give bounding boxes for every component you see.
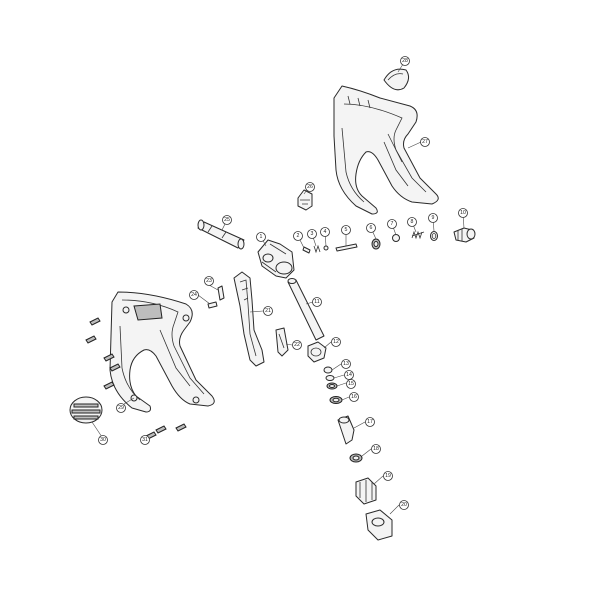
callout-label: 8 xyxy=(411,219,414,225)
callout-5: 5 xyxy=(341,225,351,235)
callout-30: 30 xyxy=(98,435,108,445)
callout-label: 16 xyxy=(351,394,357,400)
part-7-ball xyxy=(392,234,400,242)
callout-4: 4 xyxy=(320,227,330,237)
part-16-seal xyxy=(329,396,343,404)
callout-label: 24 xyxy=(191,292,197,298)
callout-23: 23 xyxy=(204,276,214,286)
callout-8: 8 xyxy=(407,217,417,227)
part-23-pin xyxy=(217,285,225,301)
callout-label: 26 xyxy=(307,184,313,190)
callout-14: 14 xyxy=(344,370,354,380)
callout-27: 27 xyxy=(420,137,430,147)
callout-31: 31 xyxy=(140,435,150,445)
callout-3: 3 xyxy=(307,229,317,239)
part-8-spring xyxy=(411,230,425,240)
part-14-ring xyxy=(325,375,335,381)
callout-24: 24 xyxy=(189,290,199,300)
part-13-washer xyxy=(323,366,333,374)
part-22-safety-latch xyxy=(275,327,289,357)
callout-20: 20 xyxy=(399,500,409,510)
callout-label: 21 xyxy=(265,308,271,314)
callout-28: 28 xyxy=(400,56,410,66)
part-26-clip xyxy=(297,189,313,211)
callout-17: 17 xyxy=(365,417,375,427)
callout-label: 29 xyxy=(118,405,124,411)
callout-7: 7 xyxy=(387,219,397,229)
part-28-cover-plate xyxy=(383,68,410,91)
callout-9: 9 xyxy=(428,213,438,223)
callout-label: 4 xyxy=(324,229,327,235)
callout-label: 30 xyxy=(100,437,106,443)
part-9-ring xyxy=(430,231,438,241)
callout-21: 21 xyxy=(263,306,273,316)
part-24-small-pin xyxy=(207,301,218,309)
part-11-lance-tube xyxy=(287,278,325,341)
callout-6: 6 xyxy=(366,223,376,233)
callout-13: 13 xyxy=(341,359,351,369)
part-1-valve-body xyxy=(257,239,295,279)
callout-2: 2 xyxy=(293,231,303,241)
callout-label: 20 xyxy=(401,502,407,508)
callout-19: 19 xyxy=(383,471,393,481)
callout-1: 1 xyxy=(256,232,266,242)
callout-label: 3 xyxy=(311,231,314,237)
callout-11: 11 xyxy=(312,297,322,307)
part-21-trigger xyxy=(233,271,265,367)
part-29-handle-left xyxy=(109,291,215,413)
callout-label: 6 xyxy=(370,225,373,231)
part-30-badge xyxy=(69,396,103,424)
callout-label: 10 xyxy=(460,210,466,216)
part-19-collar xyxy=(355,477,377,505)
callout-26: 26 xyxy=(305,182,315,192)
part-15-oring xyxy=(326,382,338,390)
callout-label: 28 xyxy=(402,58,408,64)
callout-label: 7 xyxy=(391,221,394,227)
callout-12: 12 xyxy=(331,337,341,347)
callout-label: 18 xyxy=(373,446,379,452)
part-25-inlet-tube xyxy=(197,219,245,250)
callout-label: 14 xyxy=(346,372,352,378)
callout-label: 5 xyxy=(345,227,348,233)
callout-label: 27 xyxy=(422,139,428,145)
part-2-pin xyxy=(302,246,311,254)
part-12-nut xyxy=(307,341,327,363)
part-3-spring xyxy=(313,244,321,254)
callout-15: 15 xyxy=(346,379,356,389)
part-27-handle-right xyxy=(333,85,439,215)
callout-29: 29 xyxy=(116,403,126,413)
callout-10: 10 xyxy=(458,208,468,218)
callout-18: 18 xyxy=(371,444,381,454)
callout-label: 31 xyxy=(142,437,148,443)
callout-label: 2 xyxy=(297,233,300,239)
part-6-oring xyxy=(371,238,381,250)
callout-label: 13 xyxy=(343,361,349,367)
callout-16: 16 xyxy=(349,392,359,402)
part-5-rod xyxy=(335,243,358,252)
part-4-seal xyxy=(323,245,329,251)
part-10-end-cap xyxy=(453,227,476,243)
callout-22: 22 xyxy=(292,340,302,350)
callout-label: 22 xyxy=(294,342,300,348)
callout-label: 23 xyxy=(206,278,212,284)
callout-label: 1 xyxy=(260,234,263,240)
callout-label: 17 xyxy=(367,419,373,425)
callout-label: 11 xyxy=(314,299,319,305)
callout-label: 19 xyxy=(385,473,391,479)
callout-label: 9 xyxy=(432,215,435,221)
callout-label: 12 xyxy=(333,339,339,345)
part-20-outlet-fitting xyxy=(365,509,393,541)
callout-25: 25 xyxy=(222,215,232,225)
callout-label: 15 xyxy=(348,381,354,387)
part-17-nozzle-fitting xyxy=(337,415,355,445)
part-18-oring xyxy=(349,453,363,463)
callout-label: 25 xyxy=(224,217,230,223)
